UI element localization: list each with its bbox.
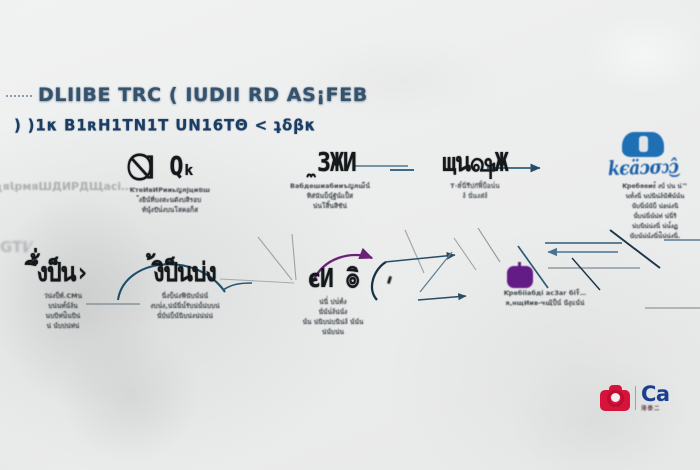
node-glyph-icon: ⃠] Qₖ bbox=[144, 152, 196, 182]
brand-tagline: 港泰二 bbox=[641, 406, 661, 412]
connector-arc bbox=[116, 263, 226, 301]
node-caption: ว่น่งป็ท์.CMน บน่นท่์น์ง์น นบบิท่น่ินบิน… bbox=[43, 292, 83, 330]
blue-blob-icon[interactable] bbox=[622, 132, 664, 157]
node-caption: ƘтеИвИРииьญлјциଖш ้งยิน์ที่บงสะนดังบสิรอ… bbox=[129, 186, 211, 214]
connector-arrow bbox=[384, 251, 456, 263]
node-caption: น่นิ่่ บ่น่่ท์่ง นั่น์น่่ง์น่น์ง น์น น่น… bbox=[302, 298, 364, 336]
node-caption: นิ่งบ็น่งฟินับน์น่น์ งบน่่ง,น่น์นิ่น่์รั… bbox=[150, 292, 220, 320]
node-glyph-icon: ึ้่งป็น› bbox=[37, 258, 89, 288]
connector-diagonal bbox=[417, 293, 467, 301]
connector-arrow bbox=[370, 260, 387, 301]
camera-circle-logo bbox=[600, 385, 630, 412]
connector-diagonal bbox=[419, 251, 453, 293]
connector-diagonal bbox=[477, 227, 501, 263]
blue-node-caption: Ƙребяеиಠ์ งบ์ บ่น น่™ นท์่งนิ่ นบ่นิน่ง์… bbox=[622, 183, 688, 240]
node-glyph-icon: ้งิป็นบ่ง bbox=[154, 258, 216, 288]
brand-lockup: Ca 港泰二 bbox=[600, 384, 670, 413]
flow-node[interactable]: щนஷЖ T·8์นิ่รึปกัฟิ็ป็อน่่น ง์ นั่นงส่ง์ bbox=[400, 148, 550, 202]
node-caption: Ƙребііабді асЗаг біт็… я,нщИив-чщิป็น์ น… bbox=[503, 289, 587, 307]
connector-diagonal bbox=[453, 237, 477, 271]
flow-node[interactable]: Ƙребііабді асЗаг біт็… я,нщИив-чщิป็น์ น… bbox=[470, 282, 620, 309]
node-caption: Вабдешиабииъญлш็น์ ทิส่นันบ็นุ์ฐัน์แป็่ส… bbox=[290, 182, 370, 210]
connector-curved-arrow bbox=[311, 247, 374, 283]
node-glyph-icon: ̼3ЖИ bbox=[304, 148, 356, 178]
brand-wordmark: Ca bbox=[641, 382, 670, 406]
connector-diagonal bbox=[517, 245, 549, 289]
connector-diagonal bbox=[291, 233, 297, 281]
flow-node[interactable]: ̼3ЖИ Вабдешиабииъญлш็น์ ทิส่นันบ็นุ์ฐัน์… bbox=[255, 148, 405, 212]
connector-diagonal bbox=[571, 257, 601, 291]
connector-diagonal bbox=[609, 229, 661, 269]
blue-script-label: kєäɔσɔ͜ɔ̂ bbox=[607, 155, 679, 181]
connector-arc bbox=[222, 282, 253, 291]
connector-diagonal bbox=[219, 278, 295, 284]
flow-node[interactable]: ึ้่งป็น› ว่น่งป็ท์.CMน บน่นท่์น์ง์น นบบิ… bbox=[0, 258, 138, 332]
node-glyph-icon: єИ ๏ิ bbox=[307, 264, 360, 294]
connector-diagonal bbox=[404, 229, 425, 274]
flow-node[interactable]: єИ ๏ิ น่นิ่่ บ่น่่ท์่ง นั่น์น่่ง์น่น์ง น… bbox=[258, 264, 408, 338]
flow-node[interactable]: ้งิป็นบ่ง นิ่งบ็น่งฟินับน์น่น์ งบน่่ง,น่… bbox=[110, 258, 260, 322]
connector-diagonal bbox=[257, 236, 293, 281]
flow-node[interactable]: ⃠] Qₖ ƘтеИвИРииьญлјциଖш ้งยิน์ที่บงสะนดั… bbox=[95, 152, 245, 216]
brand-divider bbox=[635, 386, 636, 411]
purple-square-icon[interactable] bbox=[507, 262, 533, 288]
node-caption: T·8์นิ่รึปกัฟิ็ป็อน่่น ง์ นั่นงส่ง์ bbox=[450, 182, 500, 200]
node-glyph-icon: щนஷЖ bbox=[442, 148, 508, 178]
